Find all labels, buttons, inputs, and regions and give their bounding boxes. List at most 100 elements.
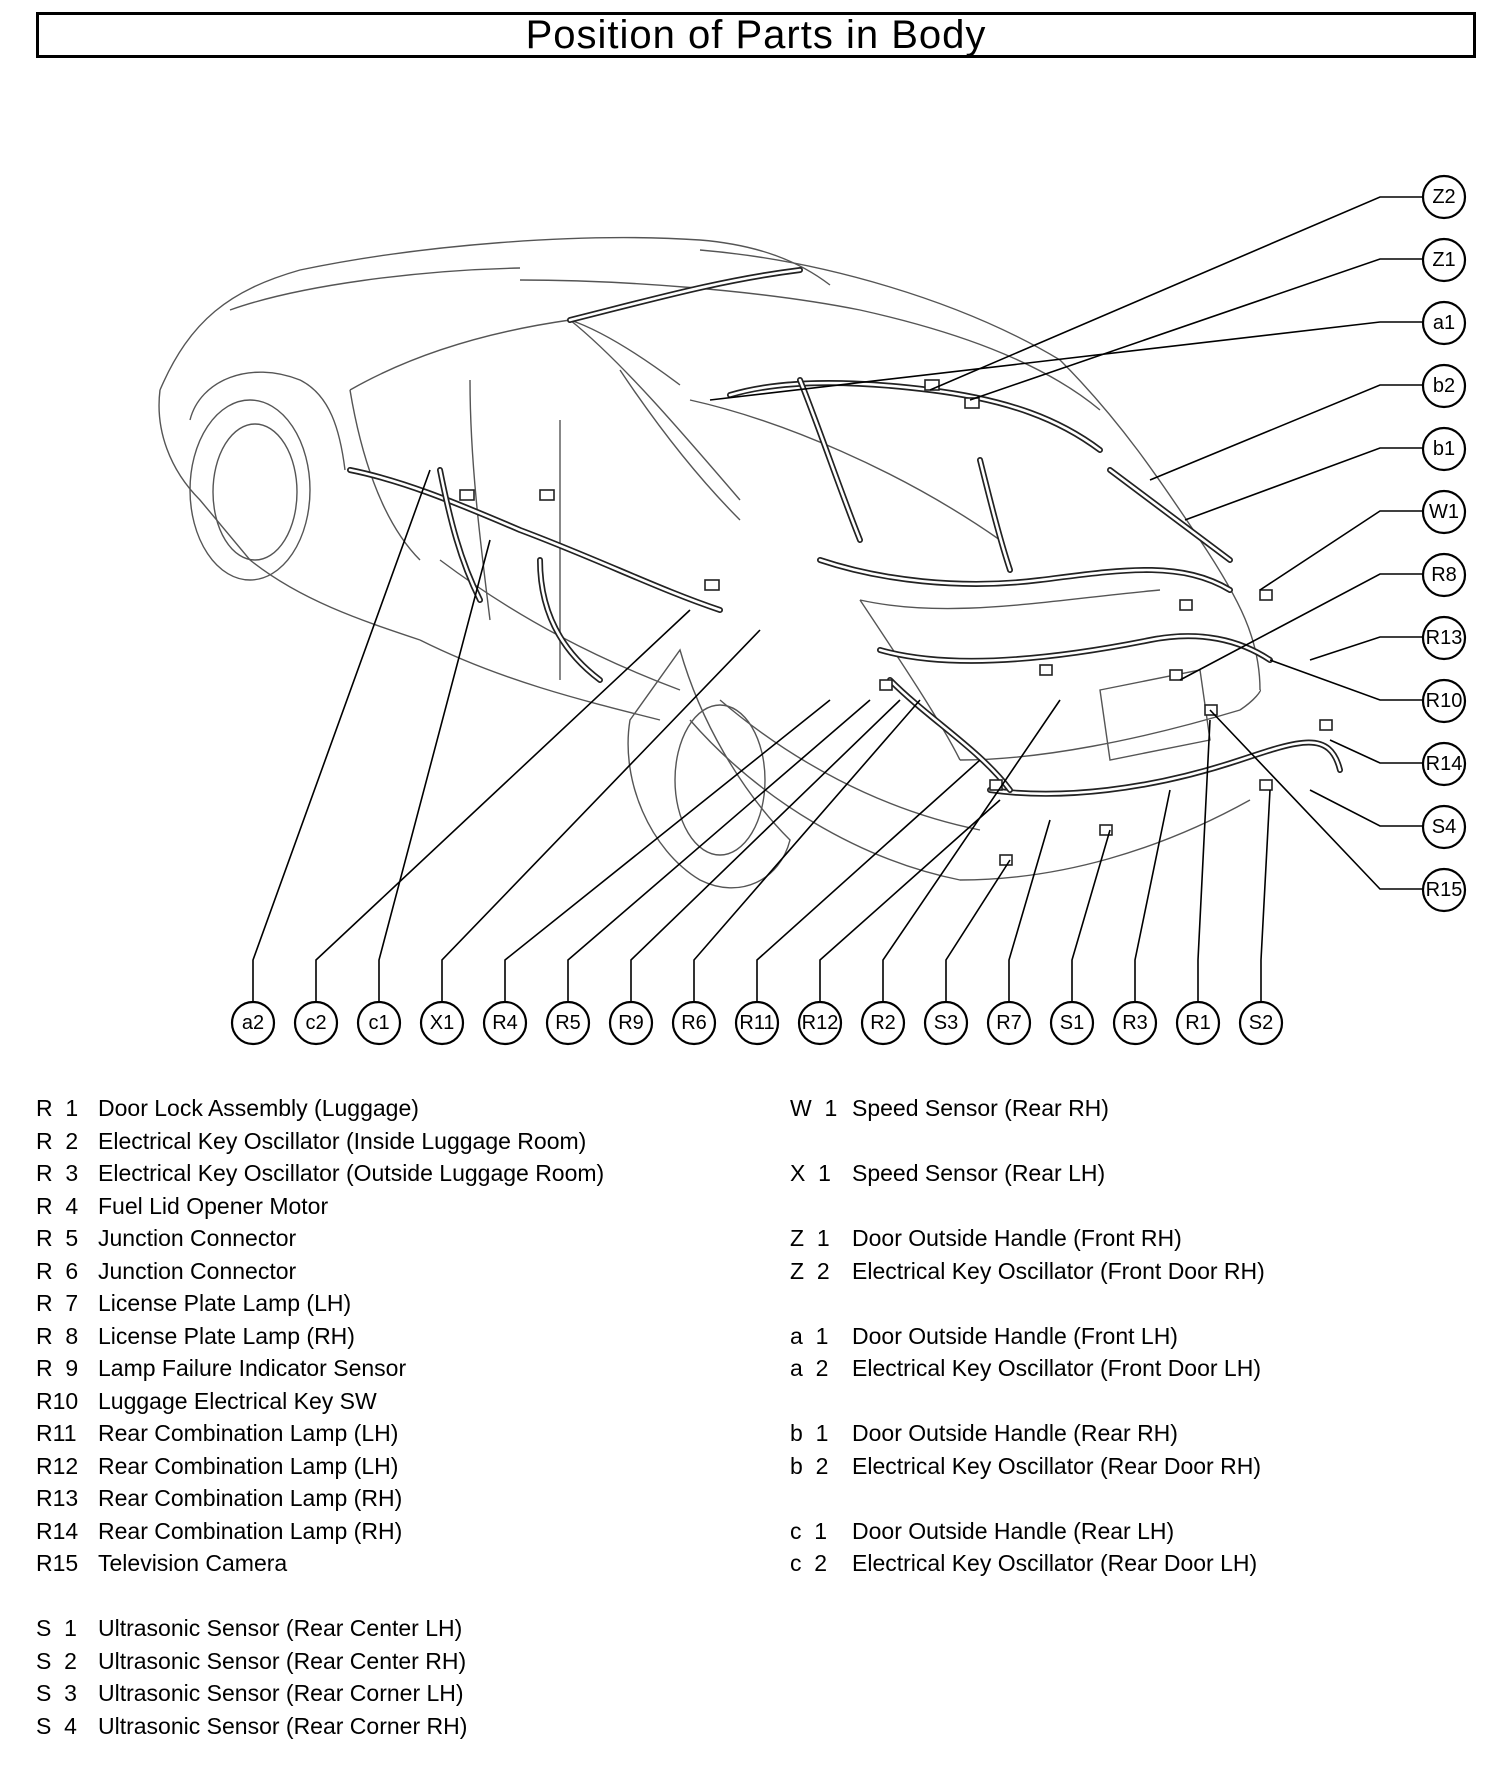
legend-part-name: Rear Combination Lamp (RH) — [98, 1485, 403, 1511]
callout-circle — [1421, 174, 1467, 220]
callout-label: R6 — [681, 1012, 707, 1034]
callout-r5: R5 — [545, 1000, 591, 1046]
legend-part-name: Electrical Key Oscillator (Inside Luggag… — [98, 1127, 587, 1154]
callout-circle — [230, 1000, 276, 1046]
callout-label: R10 — [1426, 690, 1463, 712]
legend-code: R12 — [36, 1452, 79, 1479]
callout-s3: S3 — [923, 1000, 969, 1046]
legend-spacer — [790, 1482, 1265, 1515]
legend-spacer — [790, 1125, 1265, 1158]
callout-r15: R15 — [1421, 867, 1467, 913]
callout-circle — [545, 1000, 591, 1046]
legend-part-name: Ultrasonic Sensor (Rear Corner LH) — [98, 1680, 464, 1706]
legend-part-name: Electrical Key Oscillator (Front Door LH… — [852, 1355, 1261, 1381]
legend-part-name: Ultrasonic Sensor (Rear Center RH) — [98, 1647, 467, 1674]
legend-part-name: Door Outside Handle (Rear LH) — [852, 1517, 1175, 1544]
legend-part-name: Ultrasonic Sensor (Rear Center LH) — [98, 1615, 463, 1641]
legend-part-name: Ultrasonic Sensor (Rear Corner RH) — [98, 1712, 468, 1739]
legend-code: c 2 — [790, 1550, 828, 1576]
legend-code: b 2 — [790, 1452, 829, 1479]
legend-part-name: Junction Connector — [98, 1225, 297, 1251]
callout-a1: a1 — [1421, 300, 1467, 346]
callout-r1: R1 — [1175, 1000, 1221, 1046]
legend-code: b 1 — [790, 1420, 829, 1446]
callout-circle — [1421, 237, 1467, 283]
callout-r2: R2 — [860, 1000, 906, 1046]
callout-label: S3 — [934, 1012, 958, 1034]
legend-part-name: Electrical Key Oscillator (Outside Lugga… — [98, 1160, 605, 1186]
callout-circle — [1049, 1000, 1095, 1046]
callout-r9: R9 — [608, 1000, 654, 1046]
legend-item: c 2 Electrical Key Oscillator (Rear Door … — [790, 1547, 1265, 1580]
callout-label: b1 — [1433, 438, 1455, 460]
callout-circle — [293, 1000, 339, 1046]
callout-label: a1 — [1433, 312, 1455, 334]
legend-code: R14 — [36, 1517, 79, 1544]
callout-label: R15 — [1426, 879, 1463, 901]
legend-code: c 1 — [790, 1517, 828, 1544]
legend-code: Z 2 — [790, 1257, 830, 1284]
callout-circle — [734, 1000, 780, 1046]
callout-circle — [356, 1000, 402, 1046]
legend-item: R 6 Junction Connector — [36, 1255, 604, 1288]
legend-part-name: Luggage Electrical Key SW — [98, 1387, 377, 1414]
callout-label: c1 — [368, 1012, 389, 1034]
callout-r3: R3 — [1112, 1000, 1158, 1046]
legend-part-name: Door Outside Handle (Front LH) — [852, 1322, 1178, 1349]
callout-r11: R11 — [734, 1000, 780, 1046]
callout-r7: R7 — [986, 1000, 1032, 1046]
callout-x1: X1 — [419, 1000, 465, 1046]
callout-z2: Z2 — [1421, 174, 1467, 220]
callout-b2: b2 — [1421, 363, 1467, 409]
legend-part-name: License Plate Lamp (LH) — [98, 1290, 352, 1316]
callout-w1: W1 — [1421, 489, 1467, 535]
legend-part-name: Electrical Key Oscillator (Front Door RH… — [852, 1257, 1265, 1284]
legend-code: R 6 — [36, 1257, 79, 1284]
legend-code: R 9 — [36, 1355, 79, 1381]
callout-s1: S1 — [1049, 1000, 1095, 1046]
legend-item: a 1 Door Outside Handle (Front LH) — [790, 1320, 1265, 1353]
callout-circle — [671, 1000, 717, 1046]
callout-r10: R10 — [1421, 678, 1467, 724]
wire-harness — [347, 267, 1343, 866]
legend-part-name: Lamp Failure Indicator Sensor — [98, 1355, 407, 1381]
legend-code: Z 1 — [790, 1225, 830, 1251]
callout-label: Z2 — [1432, 186, 1455, 208]
callout-label: R11 — [739, 1012, 774, 1034]
legend-part-name: Rear Combination Lamp (LH) — [98, 1420, 399, 1446]
callout-r14: R14 — [1421, 741, 1467, 787]
callout-z1: Z1 — [1421, 237, 1467, 283]
legend-code: R 1 — [36, 1095, 79, 1121]
callout-r8: R8 — [1421, 552, 1467, 598]
callout-label: R9 — [618, 1012, 644, 1034]
legend-part-name: Fuel Lid Opener Motor — [98, 1192, 329, 1219]
callout-label: R1 — [1185, 1012, 1211, 1034]
legend-code: a 1 — [790, 1322, 829, 1349]
callout-circle — [482, 1000, 528, 1046]
callout-circle — [1175, 1000, 1221, 1046]
callout-label: S1 — [1060, 1012, 1084, 1034]
callout-label: S4 — [1432, 816, 1456, 838]
legend-part-name: Electrical Key Oscillator (Rear Door LH) — [852, 1550, 1258, 1576]
leader-lines-bottom — [252, 469, 1271, 1002]
legend-code: X 1 — [790, 1160, 831, 1186]
callout-circle — [1421, 867, 1467, 913]
callout-circle — [1112, 1000, 1158, 1046]
legend-part-name: Junction Connector — [98, 1257, 297, 1284]
legend-spacer — [790, 1190, 1265, 1223]
legend-item: Z 2 Electrical Key Oscillator (Front Door… — [790, 1255, 1265, 1288]
legend-code: R15 — [36, 1550, 79, 1576]
car-body-outline — [158, 236, 1262, 889]
